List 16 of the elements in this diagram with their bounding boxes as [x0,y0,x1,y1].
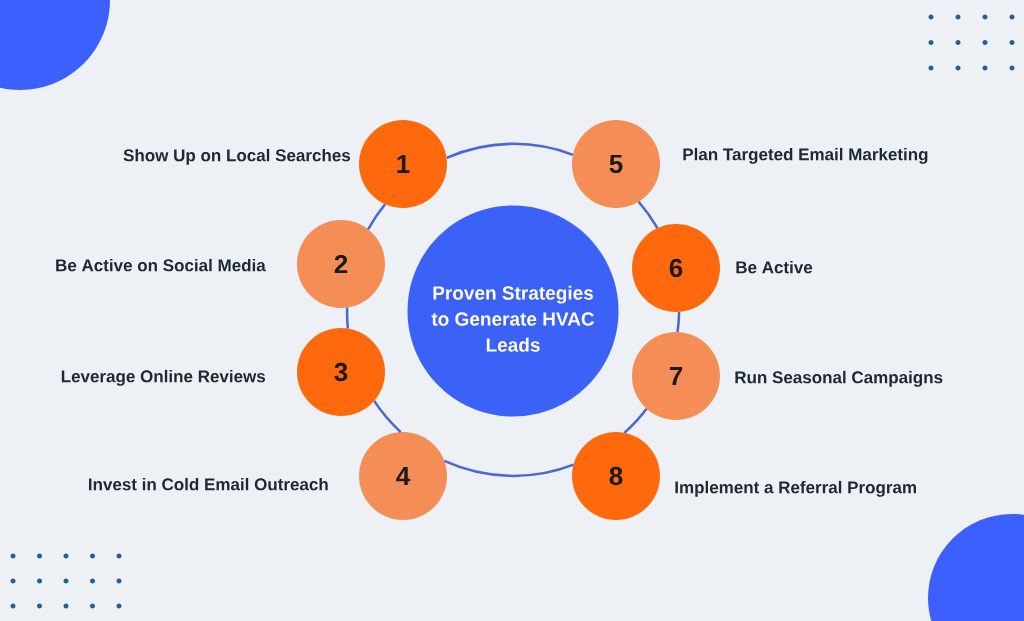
ring-arc [676,311,681,333]
strategy-label: Run Seasonal Campaigns [735,370,943,387]
strategy-label: Leverage Online Reviews [61,369,266,386]
strategy-label: Be Active [736,260,813,274]
ring-arc [443,459,574,478]
ring-arc [373,400,402,433]
ring-arc [345,307,350,329]
strategy-label: Show Up on Local Searches [123,148,351,165]
strategy-label: Plan Targeted Email Marketing [683,147,928,164]
ring-arc [623,407,648,434]
ring-arc [637,200,659,229]
strategy-label: Invest in Cold Email Outreach [89,477,328,491]
ring-arc [367,203,387,230]
strategy-label: Implement a Referral Program [675,480,916,497]
ring-arc [446,142,574,160]
strategy-label: Be Active on Social Media [56,258,266,272]
